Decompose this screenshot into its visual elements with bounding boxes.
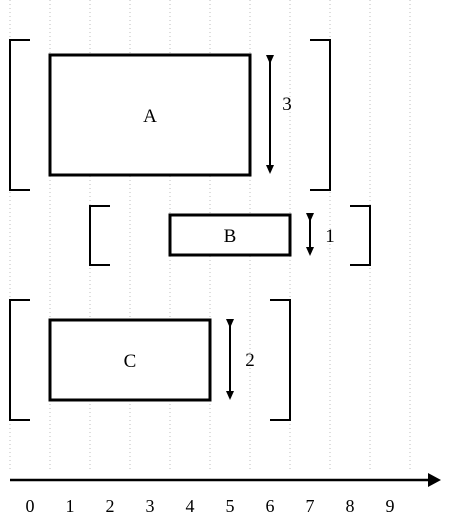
box-a <box>48 53 252 177</box>
box-c <box>48 318 212 402</box>
x-axis-tick-label: 7 <box>306 496 315 516</box>
bracket-b-left <box>89 205 110 266</box>
row-c: C 2 <box>9 299 291 421</box>
x-axis-tick-label: 4 <box>186 496 195 516</box>
row-a: A 3 <box>9 39 331 191</box>
x-axis-tick-label: 8 <box>346 496 355 516</box>
x-axis-tick-label: 5 <box>226 496 235 516</box>
box-a-label: A <box>143 106 157 127</box>
x-axis-tick-label: 9 <box>386 496 395 516</box>
x-axis-tick-label: 0 <box>26 496 35 516</box>
x-axis-tick-labels: 0 1 2 3 4 5 6 7 8 9 <box>26 496 395 516</box>
bracket-a-left <box>9 39 30 191</box>
box-c-label: C <box>124 351 137 372</box>
bracket-c-right <box>270 299 291 421</box>
x-axis-tick-label: 6 <box>266 496 275 516</box>
box-b-label: B <box>224 226 237 247</box>
x-axis-arrowhead <box>428 473 441 487</box>
box-b <box>168 213 292 257</box>
bracket-c-left <box>9 299 30 421</box>
x-axis-tick-label: 2 <box>106 496 115 516</box>
row-b: B 1 <box>89 205 371 266</box>
height-label-a: 3 <box>282 94 292 115</box>
height-label-b: 1 <box>325 226 335 247</box>
height-label-c: 2 <box>245 350 255 371</box>
x-axis-tick-label: 1 <box>66 496 75 516</box>
bracket-b-right <box>350 205 371 266</box>
x-axis-tick-label: 3 <box>146 496 155 516</box>
bracket-a-right <box>310 39 331 191</box>
